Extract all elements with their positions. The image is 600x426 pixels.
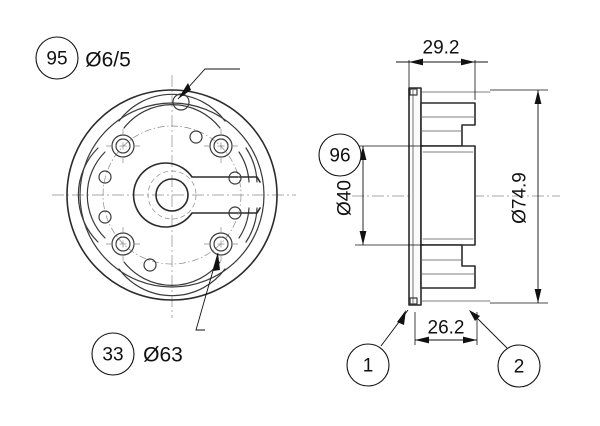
leader-balloon-2 (478, 319, 508, 349)
arc-pocket-bottom-outer (118, 268, 226, 297)
top-boss-hole (172, 93, 190, 111)
side-flange-bottom-notch (409, 297, 418, 305)
arc-pocket-right-lower-outer (245, 207, 258, 243)
balloon-33-circle[interactable] (91, 332, 135, 376)
dimension-diameter-74-9 (490, 89, 548, 304)
balloon-2-circle[interactable] (497, 344, 541, 388)
balloon-1-circle[interactable] (346, 343, 390, 387)
dimension-text-diameter-40: Ø40 (335, 180, 356, 216)
balloon-96-label: 96 (329, 146, 350, 167)
balloon-96[interactable]: 96 (318, 133, 362, 177)
bolt-hole-top-left (106, 129, 140, 163)
bolt-hole-top-right (204, 129, 238, 163)
arc-pocket-right-lower-inner (238, 207, 250, 239)
arc-pocket-bottom-inner (123, 261, 221, 286)
balloon-2-label: 2 (514, 357, 525, 378)
front-outer-circle (66, 89, 278, 301)
small-hole-right-lower (228, 206, 242, 220)
small-hole-top (189, 130, 203, 144)
small-hole-right-upper (228, 171, 242, 185)
balloon-96-circle[interactable] (318, 133, 362, 177)
hub-and-slot-outline (132, 162, 261, 228)
leader-balloon-2-arrow (469, 310, 480, 321)
side-body-lower-step (420, 244, 476, 289)
balloon-1-label: 1 (363, 356, 374, 377)
hub-bore-circle (155, 178, 189, 212)
dimension-text-diameter-63: Ø63 (143, 344, 183, 367)
front-arc-pockets (77, 93, 258, 297)
bolt-circle-centerline (102, 125, 242, 265)
side-flange-top-notch (409, 88, 418, 96)
dimension-text-diameter-74-9: Ø74.9 (510, 172, 531, 224)
side-body-center-hub (420, 145, 476, 246)
bolt-holes-group (106, 129, 238, 261)
dimension-29-2 (396, 58, 488, 100)
dimension-text-29-2: 29.2 (423, 38, 460, 59)
small-hole-bottom (143, 258, 157, 272)
small-holes-group (98, 93, 242, 272)
balloon-95-circle[interactable] (35, 36, 79, 80)
bolt-hole-bottom-left (106, 227, 140, 261)
side-body-upper-step (420, 102, 476, 147)
balloon-33[interactable]: 33 (91, 332, 135, 376)
front-view (52, 68, 296, 331)
leader-diameter-6-5 (177, 68, 240, 100)
balloon-2[interactable]: 2 (497, 344, 541, 388)
small-hole-left-lower (98, 210, 112, 224)
arc-pocket-top-inner (123, 104, 221, 129)
leader-balloon-1 (380, 309, 409, 347)
arc-pocket-left-inner (86, 151, 106, 239)
bolt-hole-bottom-right (204, 227, 238, 261)
front-inner-ring-circle (79, 102, 265, 288)
dimension-text-diameter-6-5: Ø6/5 (85, 49, 131, 72)
side-view (352, 58, 560, 349)
arc-pocket-top-outer (118, 93, 226, 122)
dimension-26-2 (414, 312, 478, 345)
side-flange-plate (408, 87, 422, 306)
front-center-hub-group (132, 162, 261, 228)
arc-pocket-right-upper-inner (238, 151, 250, 183)
hub-bolt-centerline-circle (147, 170, 197, 220)
balloon-33-label: 33 (102, 345, 123, 366)
balloon-1[interactable]: 1 (346, 343, 390, 387)
balloon-95[interactable]: 95 (35, 36, 79, 80)
small-hole-left-upper (98, 170, 112, 184)
arc-pocket-right-upper-outer (245, 147, 258, 183)
arc-pocket-left-outer (77, 147, 99, 243)
balloon-95-label: 95 (46, 49, 67, 70)
leader-diameter-63 (195, 252, 220, 331)
dimension-text-26-2: 26.2 (428, 318, 465, 339)
